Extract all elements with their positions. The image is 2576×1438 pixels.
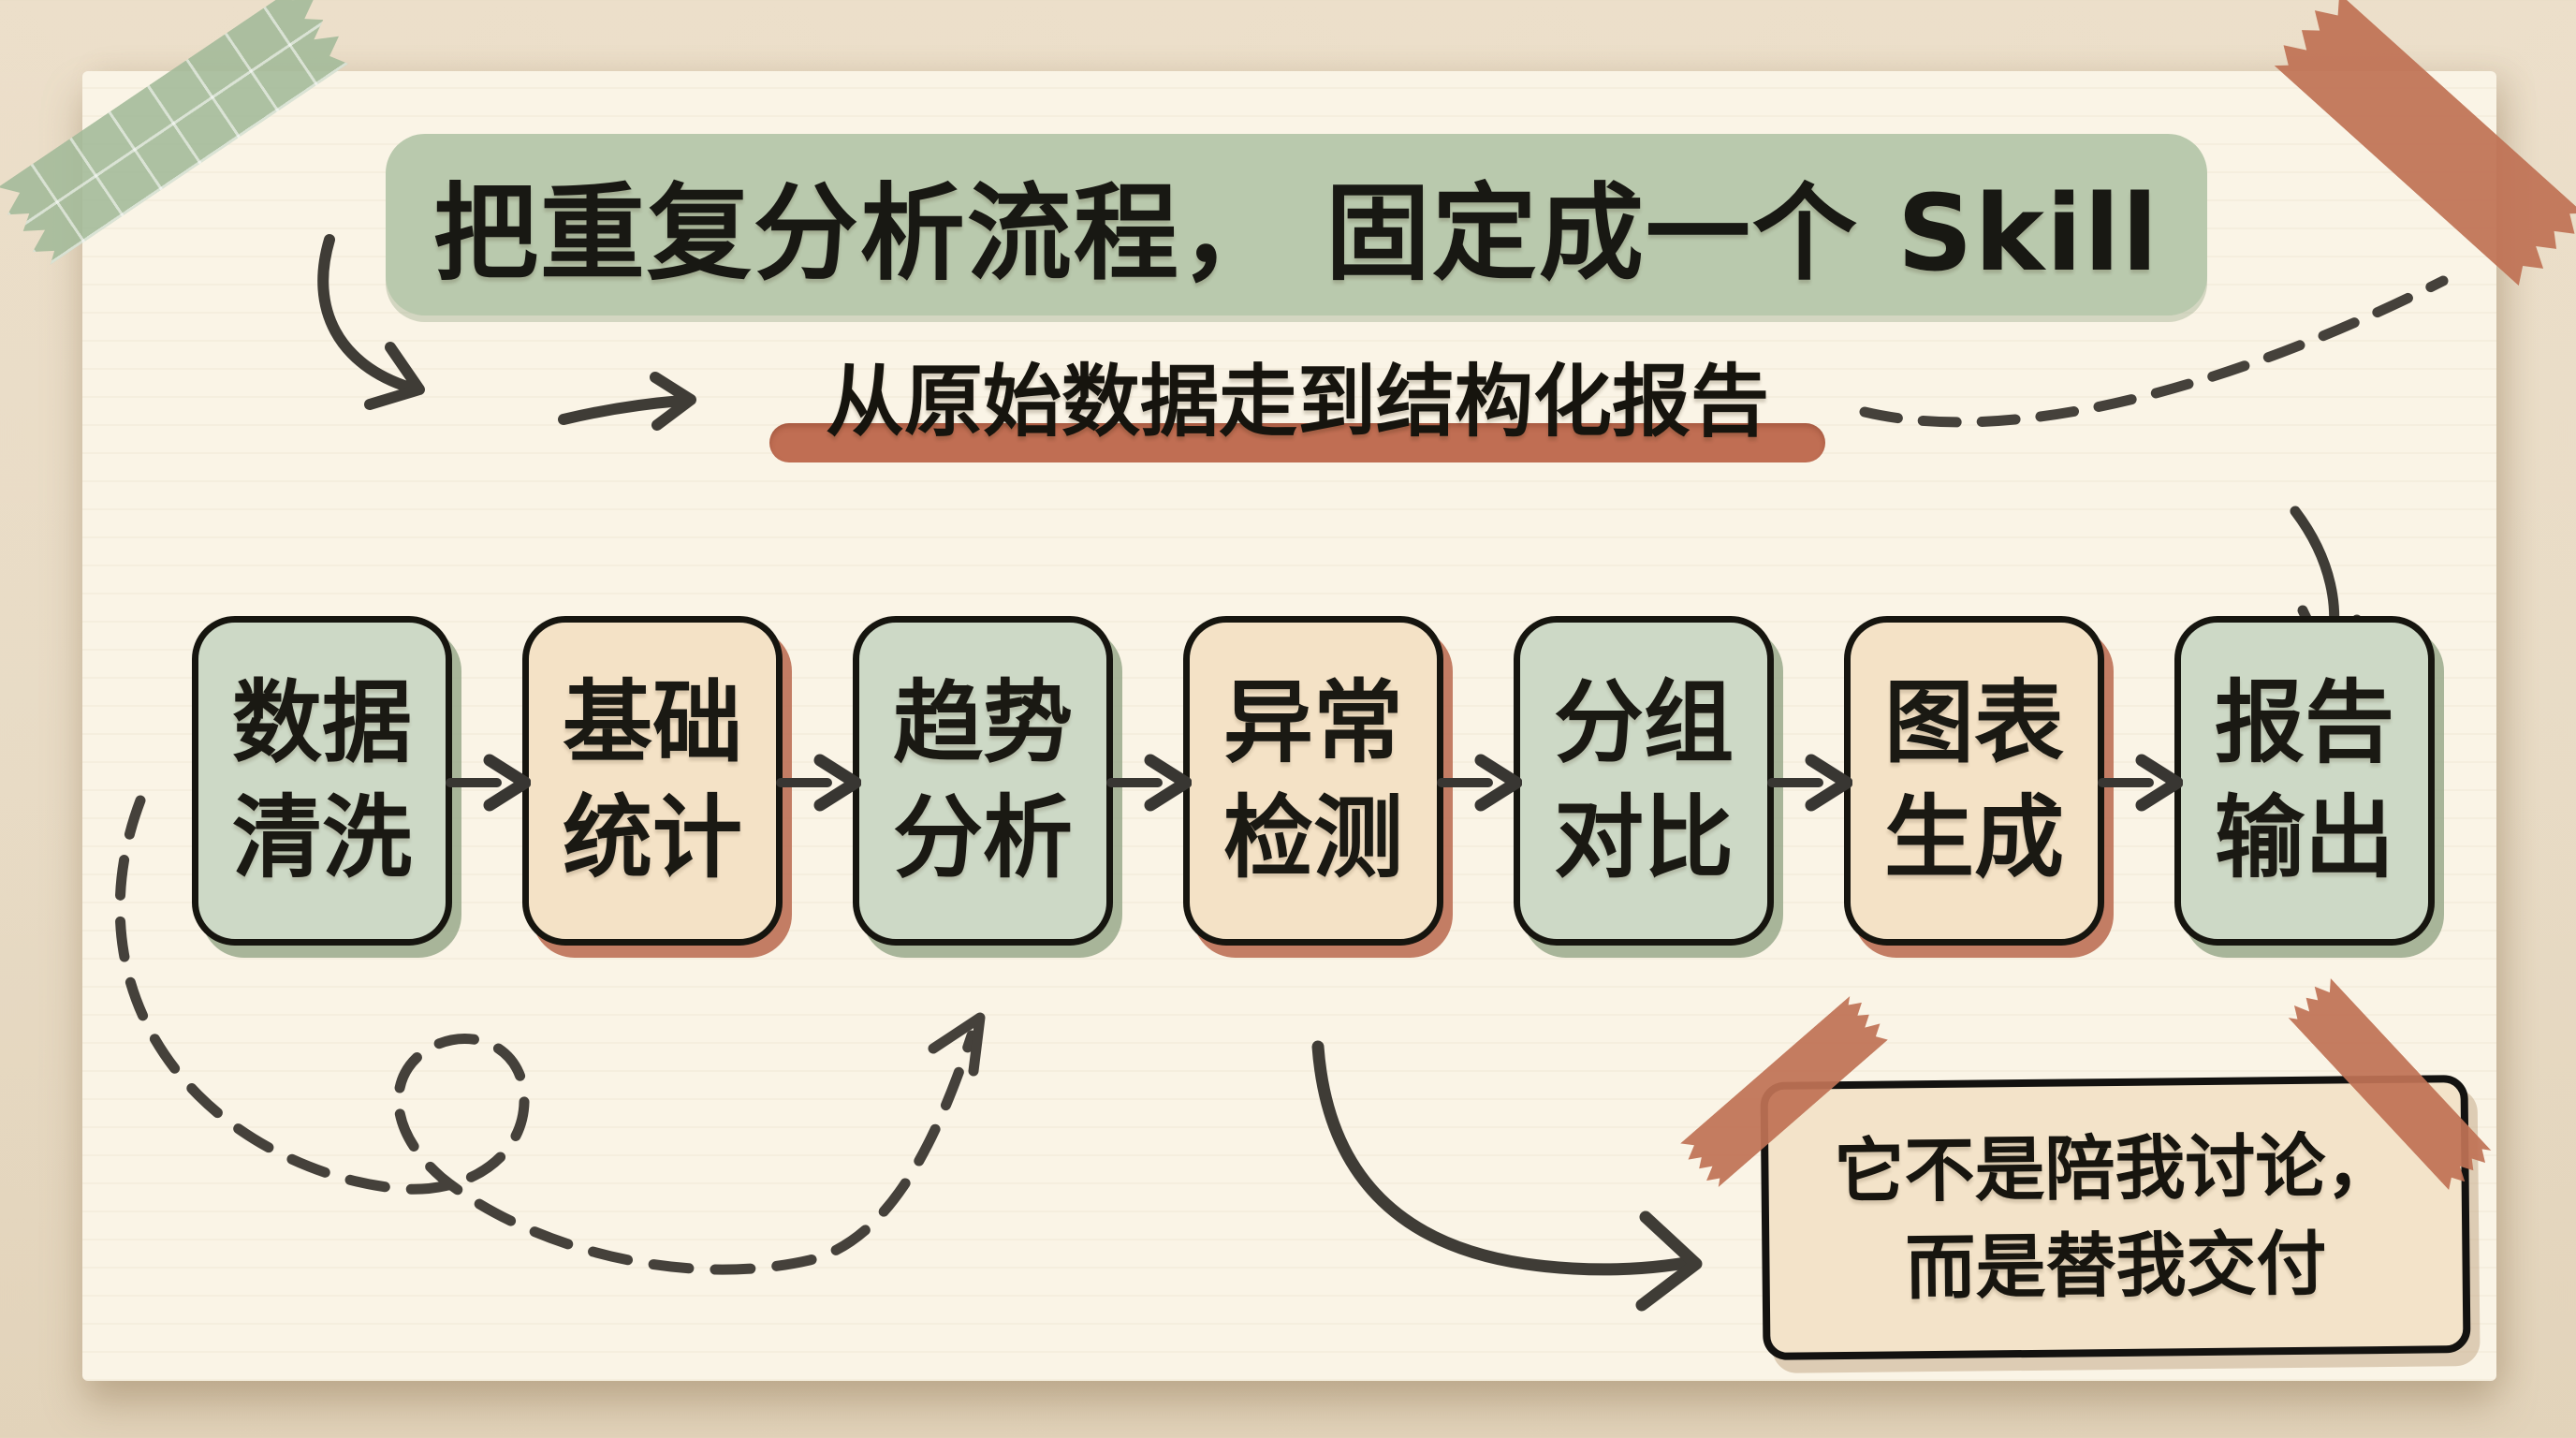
flow-arrow-icon [776,754,861,812]
flow-arrow-icon [2098,754,2183,812]
flow-step-group-compare: 分组 对比 [1514,616,1774,946]
flow-step-basic-stats: 基础 统计 [522,616,783,946]
dashed-loop-arrow-icon [114,795,986,1275]
flow-step-label: 统计 [563,785,742,890]
flow-arrow-icon [1767,754,1852,812]
flow-step-label: 清洗 [232,785,412,890]
flow-step-label: 数据 [232,669,412,775]
flow-step-label: 对比 [1554,785,1734,890]
flow-step-label: 生成 [1884,785,2064,890]
flow-step-label: 检测 [1223,785,1403,890]
arrow-into-subtitle-icon [558,372,696,431]
title-banner: 把重复分析流程， 固定成一个 Skill [386,134,2207,315]
page-title: 把重复分析流程， 固定成一个 Skill [432,173,2160,295]
flow-step-label: 基础 [563,669,742,775]
flow-step-label: 异常 [1223,669,1403,775]
dashed-curve-to-top-right-icon [1859,275,2449,428]
subtitle-highlight-bar [769,423,1825,462]
flow-step-label: 输出 [2215,785,2394,890]
page-subtitle: 从原始数据走到结构化报告 [825,355,1769,448]
flow-step-report-output: 报告 输出 [2174,616,2435,946]
note-line-2: 而是替我交付 [1905,1222,2327,1309]
flow-step-label: 报告 [2215,669,2394,775]
flow-step-label: 分组 [1554,669,1734,775]
flow-step-label: 趋势 [893,669,1073,775]
flow-step-label: 图表 [1884,669,2064,775]
flow-step-chart-generation: 图表 生成 [1844,616,2104,946]
curved-arrow-title-to-subtitle-icon [317,234,425,410]
flow-arrow-icon [446,754,531,812]
flow-arrow-icon [1437,754,1522,812]
flow-step-label: 分析 [893,785,1073,890]
curved-arrow-to-note-icon [1311,1040,1703,1312]
note-line-1: 它不是陪我讨论， [1833,1123,2396,1213]
flow-arrow-icon [1106,754,1192,812]
flow-step-trend-analysis: 趋势 分析 [853,616,1113,946]
note-card: 它不是陪我讨论， 而是替我交付 [1760,1075,2471,1360]
flow-step-anomaly-detection: 异常 检测 [1183,616,1443,946]
flow-step-data-cleaning: 数据 清洗 [192,616,452,946]
